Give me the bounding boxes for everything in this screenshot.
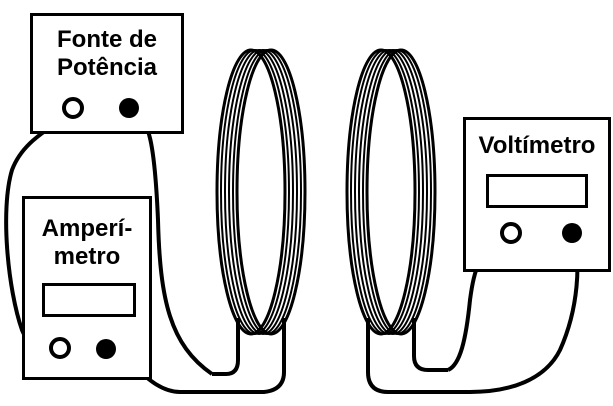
- power-supply-box: Fonte de Potência: [30, 13, 184, 134]
- secondary-coil-leads: [366, 318, 470, 394]
- filled-circle-icon: [119, 98, 139, 118]
- ammeter-box: Amperí- metro: [22, 196, 152, 380]
- power-supply-label: Fonte de Potência: [33, 26, 181, 81]
- primary-coil: [215, 48, 307, 336]
- voltmeter-display: [486, 174, 588, 208]
- ammeter-label: Amperí- metro: [25, 215, 149, 270]
- filled-circle-icon: [96, 339, 116, 359]
- ammeter-label-line1: Amperí-: [41, 215, 133, 242]
- power-supply-label-line2: Potência: [56, 53, 158, 81]
- secondary-coil: [345, 48, 437, 336]
- ammeter-display: [42, 283, 136, 317]
- voltmeter-box: Voltímetro: [463, 117, 611, 272]
- power-supply-label-line1: Fonte de: [57, 26, 157, 53]
- ammeter-label-line2: metro: [53, 242, 121, 270]
- open-circle-icon: [49, 337, 71, 359]
- open-circle-icon: [62, 97, 84, 119]
- open-circle-icon: [500, 222, 522, 244]
- voltmeter-label: Voltímetro: [478, 132, 596, 159]
- filled-circle-icon: [562, 223, 582, 243]
- primary-coil-leads: [180, 318, 286, 394]
